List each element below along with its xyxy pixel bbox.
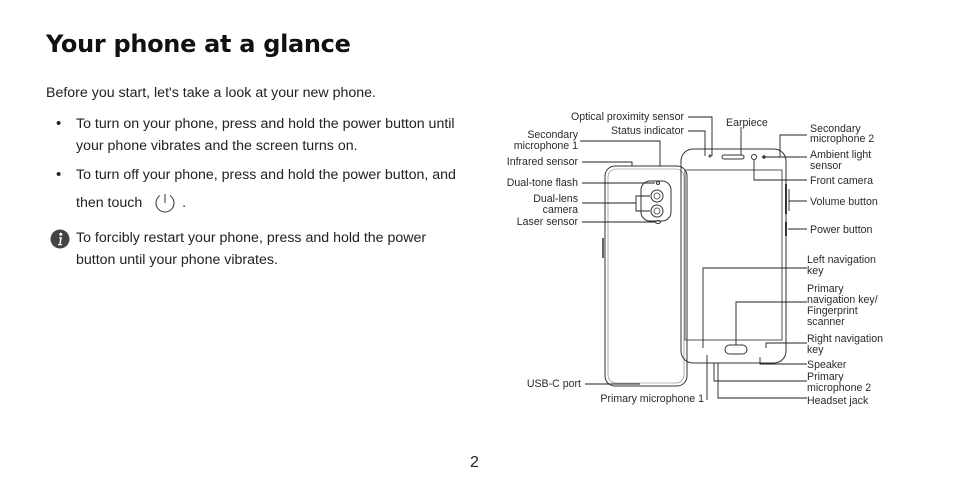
- bullet-suffix: .: [182, 195, 187, 211]
- label-primary-navigation-key-cont: navigation key/: [807, 294, 878, 306]
- bullet-dot: •: [56, 115, 62, 132]
- bullet-line: then touch: [76, 195, 143, 211]
- label-headset-jack: Headset jack: [807, 395, 869, 407]
- label-secondary-microphone-2: Secondary: [810, 123, 861, 135]
- label-primary-microphone-1: Primary microphone 1: [600, 393, 704, 405]
- laser-sensor-dot: [655, 220, 661, 224]
- page-number: 2: [470, 454, 479, 471]
- bullet-line: your phone vibrates and the screen turns…: [76, 138, 358, 154]
- label-left-navigation-key-cont: key: [807, 265, 824, 277]
- label-ambient-light-sensor: Ambient light: [810, 149, 871, 161]
- page-title: Your phone at a glance: [46, 30, 351, 58]
- label-ambient-light-sensor-cont: sensor: [810, 160, 842, 172]
- label-laser-sensor: Laser sensor: [517, 216, 579, 228]
- label-secondary-microphone-1-cont: microphone 1: [514, 140, 578, 152]
- label-secondary-microphone-1: Secondary: [527, 129, 578, 141]
- label-speaker: Speaker: [807, 359, 847, 371]
- label-left-navigation-key: Left navigation: [807, 254, 876, 266]
- note-line: To forcibly restart your phone, press an…: [76, 230, 427, 246]
- label-earpiece: Earpiece: [726, 117, 768, 129]
- home-key: [724, 344, 748, 355]
- back-camera-lens-top: [650, 189, 664, 203]
- label-right-navigation-key: Right navigation: [807, 333, 883, 345]
- label-dual-lens-camera: Dual-lens: [533, 193, 578, 205]
- note-line: button until your phone vibrates.: [76, 252, 278, 268]
- label-primary-microphone-2-cont: microphone 2: [807, 382, 871, 394]
- label-primary-microphone-2: Primary: [807, 371, 844, 383]
- power-button-icon: [155, 194, 175, 213]
- label-dual-tone-flash: Dual-tone flash: [507, 177, 578, 189]
- flash-dot: [656, 181, 660, 185]
- label-fingerprint-scanner: Fingerprint: [807, 305, 858, 317]
- label-infrared-sensor: Infrared sensor: [507, 156, 579, 168]
- label-volume-button: Volume button: [810, 196, 878, 208]
- label-primary-navigation-key: Primary: [807, 283, 844, 295]
- back-camera-lens-bottom: [650, 204, 664, 218]
- label-right-navigation-key-cont: key: [807, 344, 824, 356]
- bullet-line: To turn off your phone, press and hold t…: [76, 167, 456, 183]
- note-text: To forcibly restart your phone, press an…: [76, 227, 456, 271]
- label-secondary-microphone-2-cont: microphone 2: [810, 133, 874, 145]
- phone-back-view: [602, 165, 688, 387]
- label-power-button: Power button: [810, 224, 873, 236]
- leader-lines: [580, 116, 807, 400]
- bullet-line: To turn on your phone, press and hold th…: [76, 116, 455, 132]
- info-icon: [50, 229, 70, 249]
- label-usb-c-port: USB-C port: [527, 378, 581, 390]
- front-camera: [751, 154, 757, 160]
- label-optical-proximity-sensor: Optical proximity sensor: [571, 111, 685, 123]
- bullet-dot: •: [56, 166, 62, 183]
- label-dual-lens-camera-cont: camera: [543, 204, 578, 216]
- phone-front-view: [680, 148, 787, 364]
- label-fingerprint-scanner-cont: scanner: [807, 316, 845, 328]
- label-status-indicator: Status indicator: [611, 125, 684, 137]
- label-front-camera: Front camera: [810, 175, 873, 187]
- intro-text: Before you start, let's take a look at y…: [46, 85, 376, 101]
